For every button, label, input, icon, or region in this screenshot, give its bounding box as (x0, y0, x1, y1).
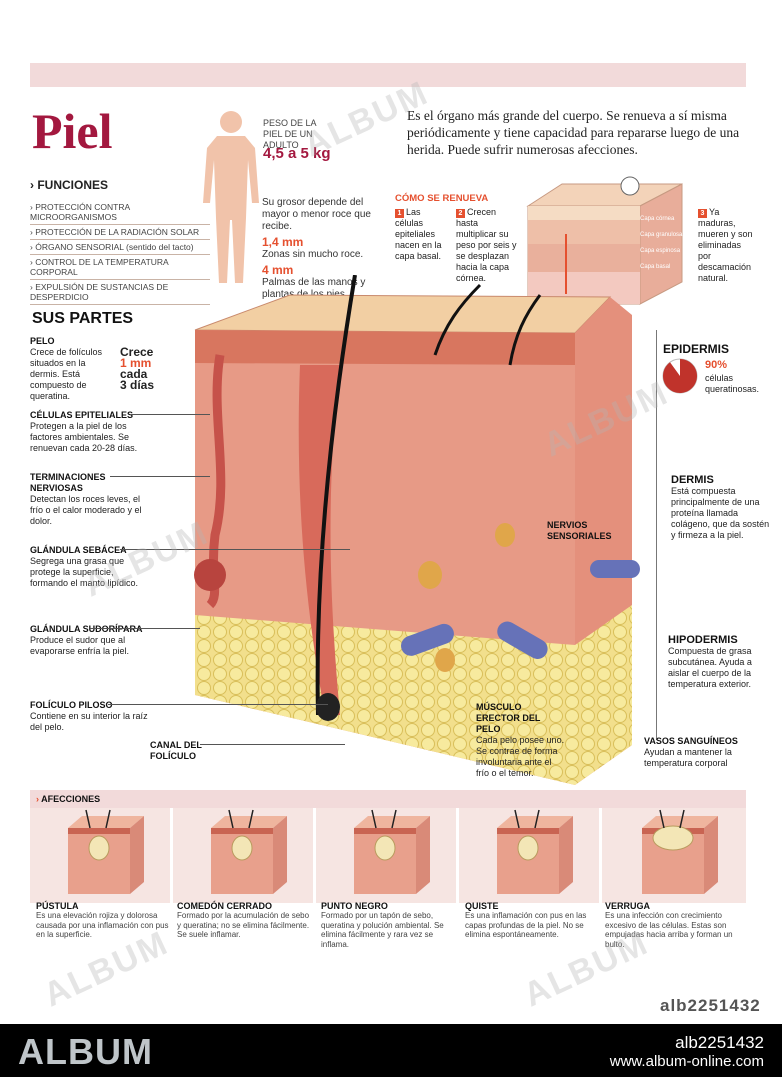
affection-cube-icon (642, 809, 718, 894)
affection-verruga: VERRUGA Es una infección con crecimiento… (605, 901, 733, 949)
funcion-item: › ÓRGANO SENSORIAL (sentido del tacto) (30, 240, 210, 255)
affection-quiste: QUISTE Es una inflamación con pus en las… (465, 901, 587, 939)
affection-punto-negro: PUNTO NEGRO Formado por un tapón de sebo… (321, 901, 444, 949)
affection-pustula: PÚSTULA Es una elevación rojiza y doloro… (36, 901, 169, 939)
funcion-item: › PROTECCIÓN DE LA RADIACIÓN SOLAR (30, 225, 210, 240)
image-id: alb2251432 (660, 996, 761, 1015)
footer-bar: ALBUM alb2251432 www.album-online.com (0, 1024, 782, 1077)
affection-cube-icon (497, 809, 573, 894)
funcion-item: › CONTROL DE LA TEMPERATURA CORPORAL (30, 255, 210, 280)
label-sebacea: GLÁNDULA SEBÁCEA Segrega una grasa que p… (30, 545, 139, 588)
layer-label: Capa basal (640, 264, 671, 270)
thickness-value-1: 1,4 mm (262, 235, 304, 249)
layer-label: Capa córnea (640, 216, 675, 222)
footer-url[interactable]: www.album-online.com (609, 1053, 764, 1070)
affection-cubes (68, 809, 718, 894)
label-canal: CANAL DEL FOLÍCULO (150, 740, 202, 761)
leader-line (120, 549, 350, 550)
leader-line (90, 628, 200, 629)
label-foliculo: FOLÍCULO PILOSO Contiene en su interior … (30, 700, 148, 732)
footer-brand-logo: ALBUM (18, 1031, 153, 1072)
label-nervios: NERVIOS SENSORIALES (547, 520, 612, 541)
leader-line (130, 414, 210, 415)
header-bar (30, 63, 746, 87)
label-hipodermis: HIPODERMIS Compuesta de grasa subcutánea… (668, 634, 752, 689)
label-pelo-desc: Crece de folículos situados en la dermis… (30, 347, 103, 401)
afecciones-bar (30, 790, 746, 808)
layer-labels: Capa córnea Capa granulosa Capa espinosa… (640, 211, 682, 275)
affection-cube-icon (68, 809, 144, 894)
label-pelo: PELO Crece de folículos situados en la d… (30, 336, 116, 402)
thickness-intro: Su grosor depende del mayor o menor roce… (262, 197, 371, 232)
label-epidermis: EPIDERMIS (663, 342, 730, 356)
epidermis-pie-chart (662, 358, 698, 394)
epidermis-desc: células queratinosas. (705, 373, 760, 394)
leader-line (108, 704, 328, 705)
label-celulas-epiteliales: CÉLULAS EPITELIALES Protegen a la piel d… (30, 410, 138, 453)
leader-line (110, 476, 210, 477)
label-musculo: MÚSCULO ERECTOR DEL PELO Cada pelo posee… (476, 702, 565, 778)
hair-growth-note: Crece 1 mm cada 3 días (120, 345, 155, 392)
renueva-heading: CÓMO SE RENUEVA (395, 193, 489, 204)
funciones-list: › PROTECCIÓN CONTRA MICROORGANISMOS › PR… (30, 200, 210, 305)
layer-label: Capa granulosa (640, 232, 683, 238)
affection-cube-icon (354, 809, 430, 894)
renewal-cube-diagram (526, 176, 683, 305)
epidermis-percent: 90% (705, 359, 728, 371)
label-vasos: VASOS SANGUÍNEOS Ayudan a mantener la te… (644, 736, 738, 768)
skin-cross-section-diagram (194, 275, 640, 785)
affection-comedon: COMEDÓN CERRADO Formado por la acumulaci… (177, 901, 310, 939)
thickness-block: Su grosor depende del mayor o menor roce… (262, 197, 392, 301)
human-silhouette-icon (203, 111, 259, 283)
intro-text: Es el órgano más grande del cuerpo. Se r… (407, 108, 740, 157)
label-dermis: DERMIS Está compuesta principalmente de … (671, 474, 770, 540)
funcion-item: › EXPULSIÓN DE SUSTANCIAS DE DESPERDICIO (30, 280, 210, 305)
affection-cube-icon (211, 809, 287, 894)
thickness-value-2: 4 mm (262, 263, 294, 277)
label-sudoripara: GLÁNDULA SUDORÍPARA Produce el sudor que… (30, 624, 143, 656)
weight-label: PESO DE LA PIEL DE UN ADULTO (263, 118, 317, 150)
thickness-desc-1: Zonas sin mucho roce. (262, 249, 364, 260)
funcion-item: › PROTECCIÓN CONTRA MICROORGANISMOS (30, 200, 210, 225)
page-title: Piel (32, 103, 113, 159)
layer-label: Capa espinosa (640, 248, 681, 254)
thickness-desc-2: Palmas de las manos y plantas de los pie… (262, 277, 366, 300)
layer-bracket (656, 330, 657, 740)
leader-line (200, 744, 345, 745)
footer-id: alb2251432 (675, 1033, 764, 1052)
weight-value: 4,5 a 5 kg (263, 145, 331, 162)
afecciones-heading: › AFECCIONES (36, 794, 101, 804)
partes-heading: SUS PARTES (32, 310, 134, 327)
funciones-heading: › FUNCIONES (30, 178, 109, 192)
label-terminaciones: TERMINACIONES NERVIOSAS Detectan los roc… (30, 472, 142, 526)
